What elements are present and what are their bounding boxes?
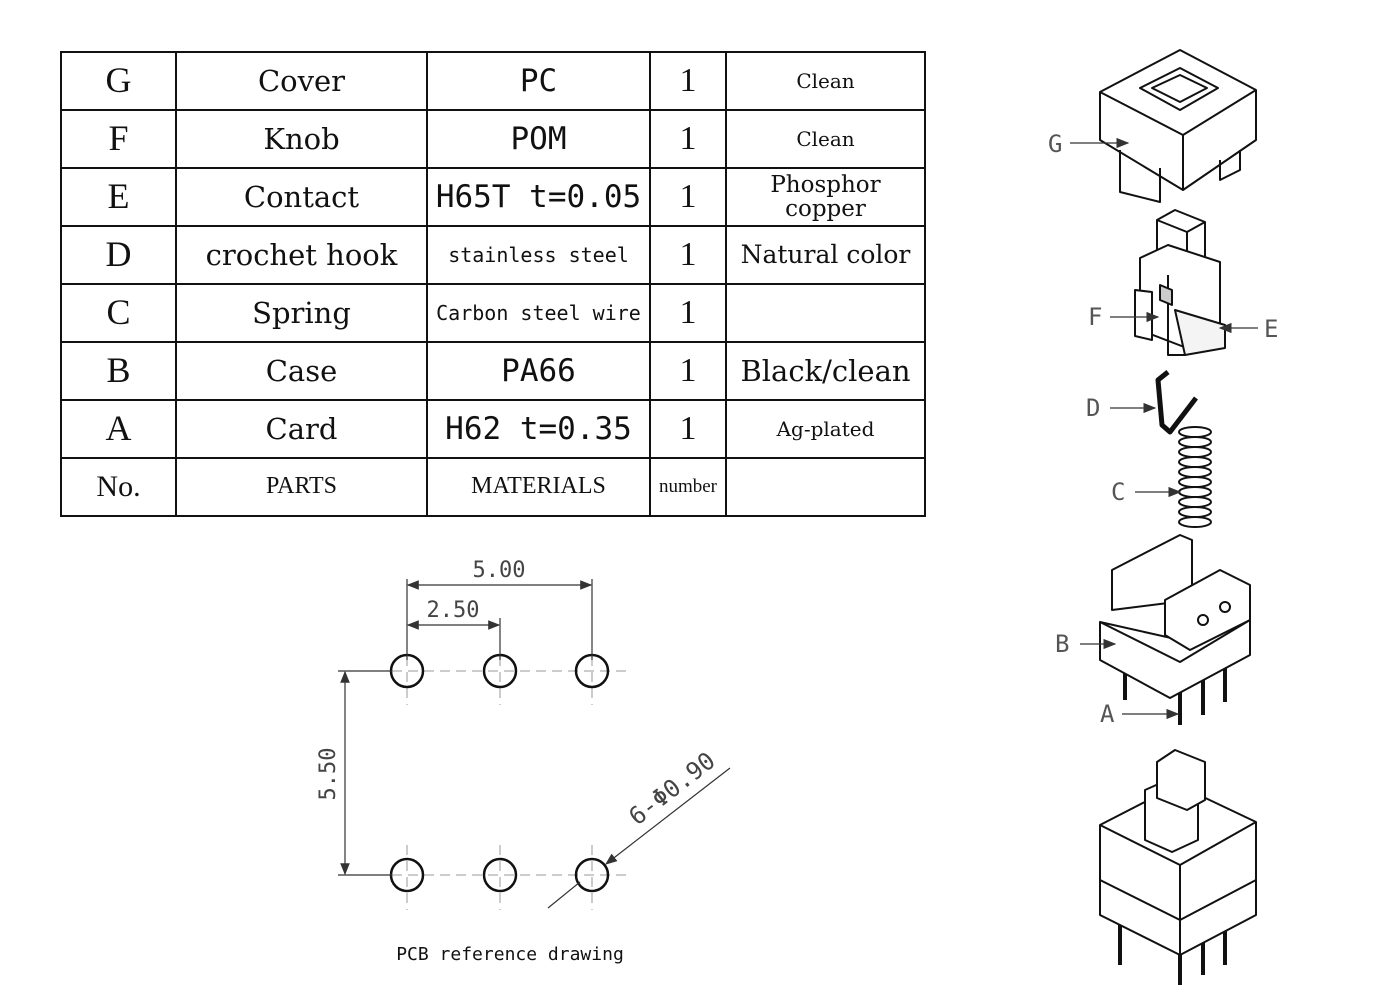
part-qty: 1 — [649, 109, 727, 169]
part-material: PA66 — [426, 341, 651, 401]
part-material: PC — [426, 51, 651, 111]
table-row: G Cover PC 1 Clean — [60, 51, 926, 111]
case-part — [1099, 534, 1251, 725]
label-c: C — [1111, 478, 1125, 506]
part-note — [725, 283, 926, 343]
part-note: Clean — [725, 109, 926, 169]
pcb-hole — [482, 857, 518, 893]
table-row: D crochet hook stainless steel 1 Natural… — [60, 225, 926, 285]
label-d: D — [1086, 394, 1100, 422]
part-no: E — [60, 167, 177, 227]
part-qty: 1 — [649, 283, 727, 343]
parts-table: G Cover PC 1 Clean F Knob POM 1 Clean E … — [60, 51, 926, 517]
part-name: Cover — [175, 51, 428, 111]
pcb-caption: PCB reference drawing — [396, 944, 624, 965]
spring-part — [1178, 426, 1212, 528]
dim-pitch-label: 2.50 — [427, 598, 480, 623]
knob-contact-part — [1134, 209, 1226, 356]
label-f: F — [1088, 303, 1102, 331]
part-note: Ag-plated — [725, 399, 926, 459]
pcb-drawing: 5.00 2.50 5.50 6-Φ0.90 — [316, 558, 731, 910]
table-row: E Contact H65T t=0.05 1 Phosphor copper — [60, 167, 926, 227]
part-name: Knob — [175, 109, 428, 169]
part-note: Phosphor copper — [725, 167, 926, 227]
center-lines — [360, 640, 630, 910]
part-name: Card — [175, 399, 428, 459]
part-no: B — [60, 341, 177, 401]
cover-part — [1099, 49, 1257, 203]
table-row: F Knob POM 1 Clean — [60, 109, 926, 169]
part-qty: 1 — [649, 167, 727, 227]
header-no: No. — [60, 457, 177, 517]
part-no: G — [60, 51, 177, 111]
part-name: crochet hook — [175, 225, 428, 285]
part-name: Contact — [175, 167, 428, 227]
part-material: POM — [426, 109, 651, 169]
part-no: F — [60, 109, 177, 169]
part-note: Natural color — [725, 225, 926, 285]
label-g: G — [1048, 130, 1062, 158]
table-header-row: No. PARTS MATERIALS number — [60, 457, 926, 517]
table-row: C Spring Carbon steel wire 1 — [60, 283, 926, 343]
part-material: H62 t=0.35 — [426, 399, 651, 459]
part-qty: 1 — [649, 225, 727, 285]
part-note: Black/clean — [725, 341, 926, 401]
pcb-hole — [574, 857, 610, 893]
part-material: stainless steel — [426, 225, 651, 285]
label-b: B — [1055, 630, 1069, 658]
part-no: A — [60, 399, 177, 459]
part-note: Clean — [725, 51, 926, 111]
part-labels: G F E D C B A — [1048, 130, 1278, 728]
dimension-lines — [338, 579, 731, 909]
part-qty: 1 — [649, 399, 727, 459]
part-name: Case — [175, 341, 428, 401]
label-a: A — [1100, 700, 1115, 728]
assembled-switch — [1099, 749, 1257, 985]
part-qty: 1 — [649, 341, 727, 401]
dim-height-label: 5.50 — [316, 748, 341, 801]
part-name: Spring — [175, 283, 428, 343]
exploded-view: G F E D C B A — [1048, 49, 1278, 985]
label-e: E — [1264, 315, 1278, 343]
part-material: Carbon steel wire — [426, 283, 651, 343]
part-qty: 1 — [649, 51, 727, 111]
part-no: C — [60, 283, 177, 343]
header-note — [725, 457, 926, 517]
part-no: D — [60, 225, 177, 285]
hook-part — [1155, 370, 1198, 435]
leader-lines — [1070, 137, 1258, 720]
table-row: B Case PA66 1 Black/clean — [60, 341, 926, 401]
header-number: number — [649, 457, 727, 517]
dim-width-label: 5.00 — [473, 558, 526, 583]
header-parts: PARTS — [175, 457, 428, 517]
hole-spec-label: 6-Φ0.90 — [624, 747, 721, 831]
table-row: A Card H62 t=0.35 1 Ag-plated — [60, 399, 926, 459]
header-materials: MATERIALS — [426, 457, 651, 517]
part-material: H65T t=0.05 — [426, 167, 651, 227]
